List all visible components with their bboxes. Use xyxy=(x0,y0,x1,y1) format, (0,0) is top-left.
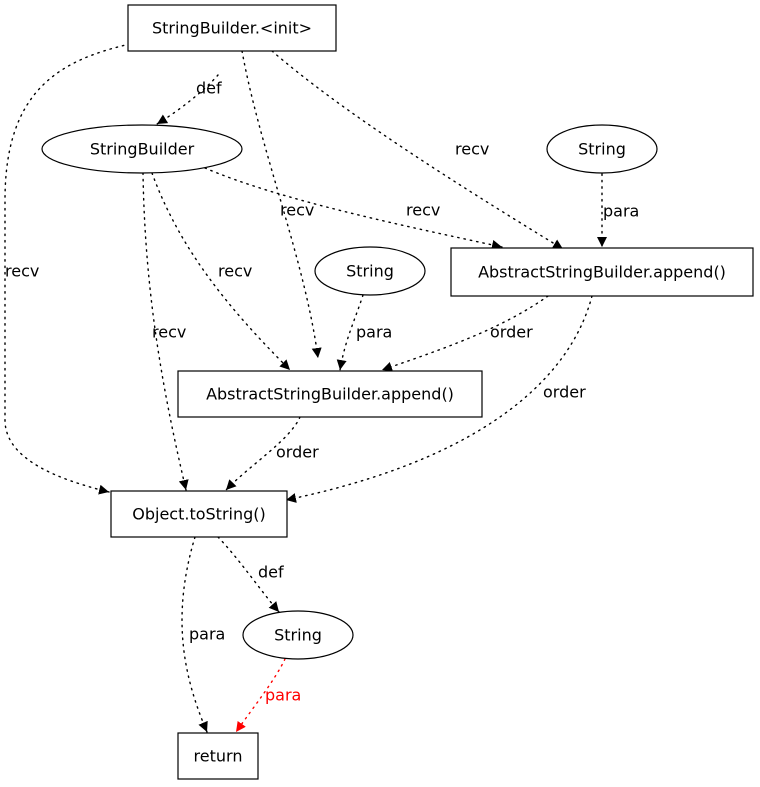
edge-line xyxy=(156,74,219,125)
edge-label: para xyxy=(356,323,392,342)
node-label: StringBuilder.<init> xyxy=(152,19,312,38)
edge-sb-to-append1: recv xyxy=(204,167,503,250)
node-box xyxy=(177,732,259,780)
node-sb_init: StringBuilder.<init> xyxy=(127,4,337,52)
node-label: String xyxy=(578,140,626,159)
edge-line xyxy=(204,167,503,250)
node-label: return xyxy=(194,747,243,766)
edge-label: para xyxy=(189,625,225,644)
edge-label: def xyxy=(258,563,284,582)
edge-label: recv xyxy=(280,201,314,220)
edge-append1-to-append2: order xyxy=(381,295,549,372)
node-append1: AbstractStringBuilder.append() xyxy=(450,247,754,297)
edge-tostring-to-ret: para xyxy=(181,536,225,733)
edge-label: recv xyxy=(455,140,489,159)
node-ellipse xyxy=(314,246,426,296)
edge-sb-to-append2: recv xyxy=(151,172,291,371)
edge-label: recv xyxy=(218,262,252,281)
edge-label: recv xyxy=(5,262,39,281)
edge-label: recv xyxy=(406,201,440,220)
edge-line xyxy=(271,50,564,250)
node-label: String xyxy=(274,626,322,645)
edge-str1-to-append1: para xyxy=(597,173,639,248)
edge-line xyxy=(181,536,208,733)
node-label: AbstractStringBuilder.append() xyxy=(478,263,726,282)
edge-label: order xyxy=(543,383,586,402)
node-ellipse xyxy=(546,124,658,174)
node-str3: String xyxy=(242,610,354,660)
node-label: AbstractStringBuilder.append() xyxy=(206,385,454,404)
edge-line xyxy=(151,172,291,371)
edge-append1-to-tostring: order xyxy=(285,295,593,503)
node-str2: String xyxy=(314,246,426,296)
node-tostring: Object.toString() xyxy=(110,490,288,538)
edge-sb-to-tostring: recv xyxy=(142,172,189,491)
edge-str3-to-ret: para xyxy=(235,658,301,733)
edge-sb_init-to-sb: def xyxy=(156,74,222,125)
edge-label: order xyxy=(490,323,533,342)
edge-sb_init-to-tostring: recv xyxy=(4,43,131,495)
node-ret: return xyxy=(177,732,259,780)
node-ellipse xyxy=(41,124,243,174)
node-label: String xyxy=(346,262,394,281)
node-append2: AbstractStringBuilder.append() xyxy=(177,370,483,418)
node-box xyxy=(127,4,337,52)
edge-label: order xyxy=(276,443,319,462)
node-str1: String xyxy=(546,124,658,174)
edge-label: recv xyxy=(152,323,186,342)
node-box xyxy=(450,247,754,297)
edge-line xyxy=(235,658,286,733)
edge-sb_init-to-append1: recv xyxy=(271,50,564,250)
edge-label: def xyxy=(196,79,222,98)
edge-line xyxy=(142,172,189,491)
edge-line xyxy=(336,294,364,371)
node-label: StringBuilder xyxy=(90,140,195,159)
edge-sb_init-to-append2: recv xyxy=(241,50,322,359)
edge-line xyxy=(381,295,549,372)
edge-line xyxy=(241,50,322,359)
node-box xyxy=(110,490,288,538)
node-ellipse xyxy=(242,610,354,660)
edge-tostring-to-str3: def xyxy=(217,536,284,613)
node-box xyxy=(177,370,483,418)
edge-str2-to-append2: para xyxy=(336,294,392,371)
node-sb: StringBuilder xyxy=(41,124,243,174)
edge-append2-to-tostring: order xyxy=(225,416,319,491)
node-label: Object.toString() xyxy=(132,505,266,524)
edge-label: para xyxy=(265,686,301,705)
edge-label: para xyxy=(603,202,639,221)
